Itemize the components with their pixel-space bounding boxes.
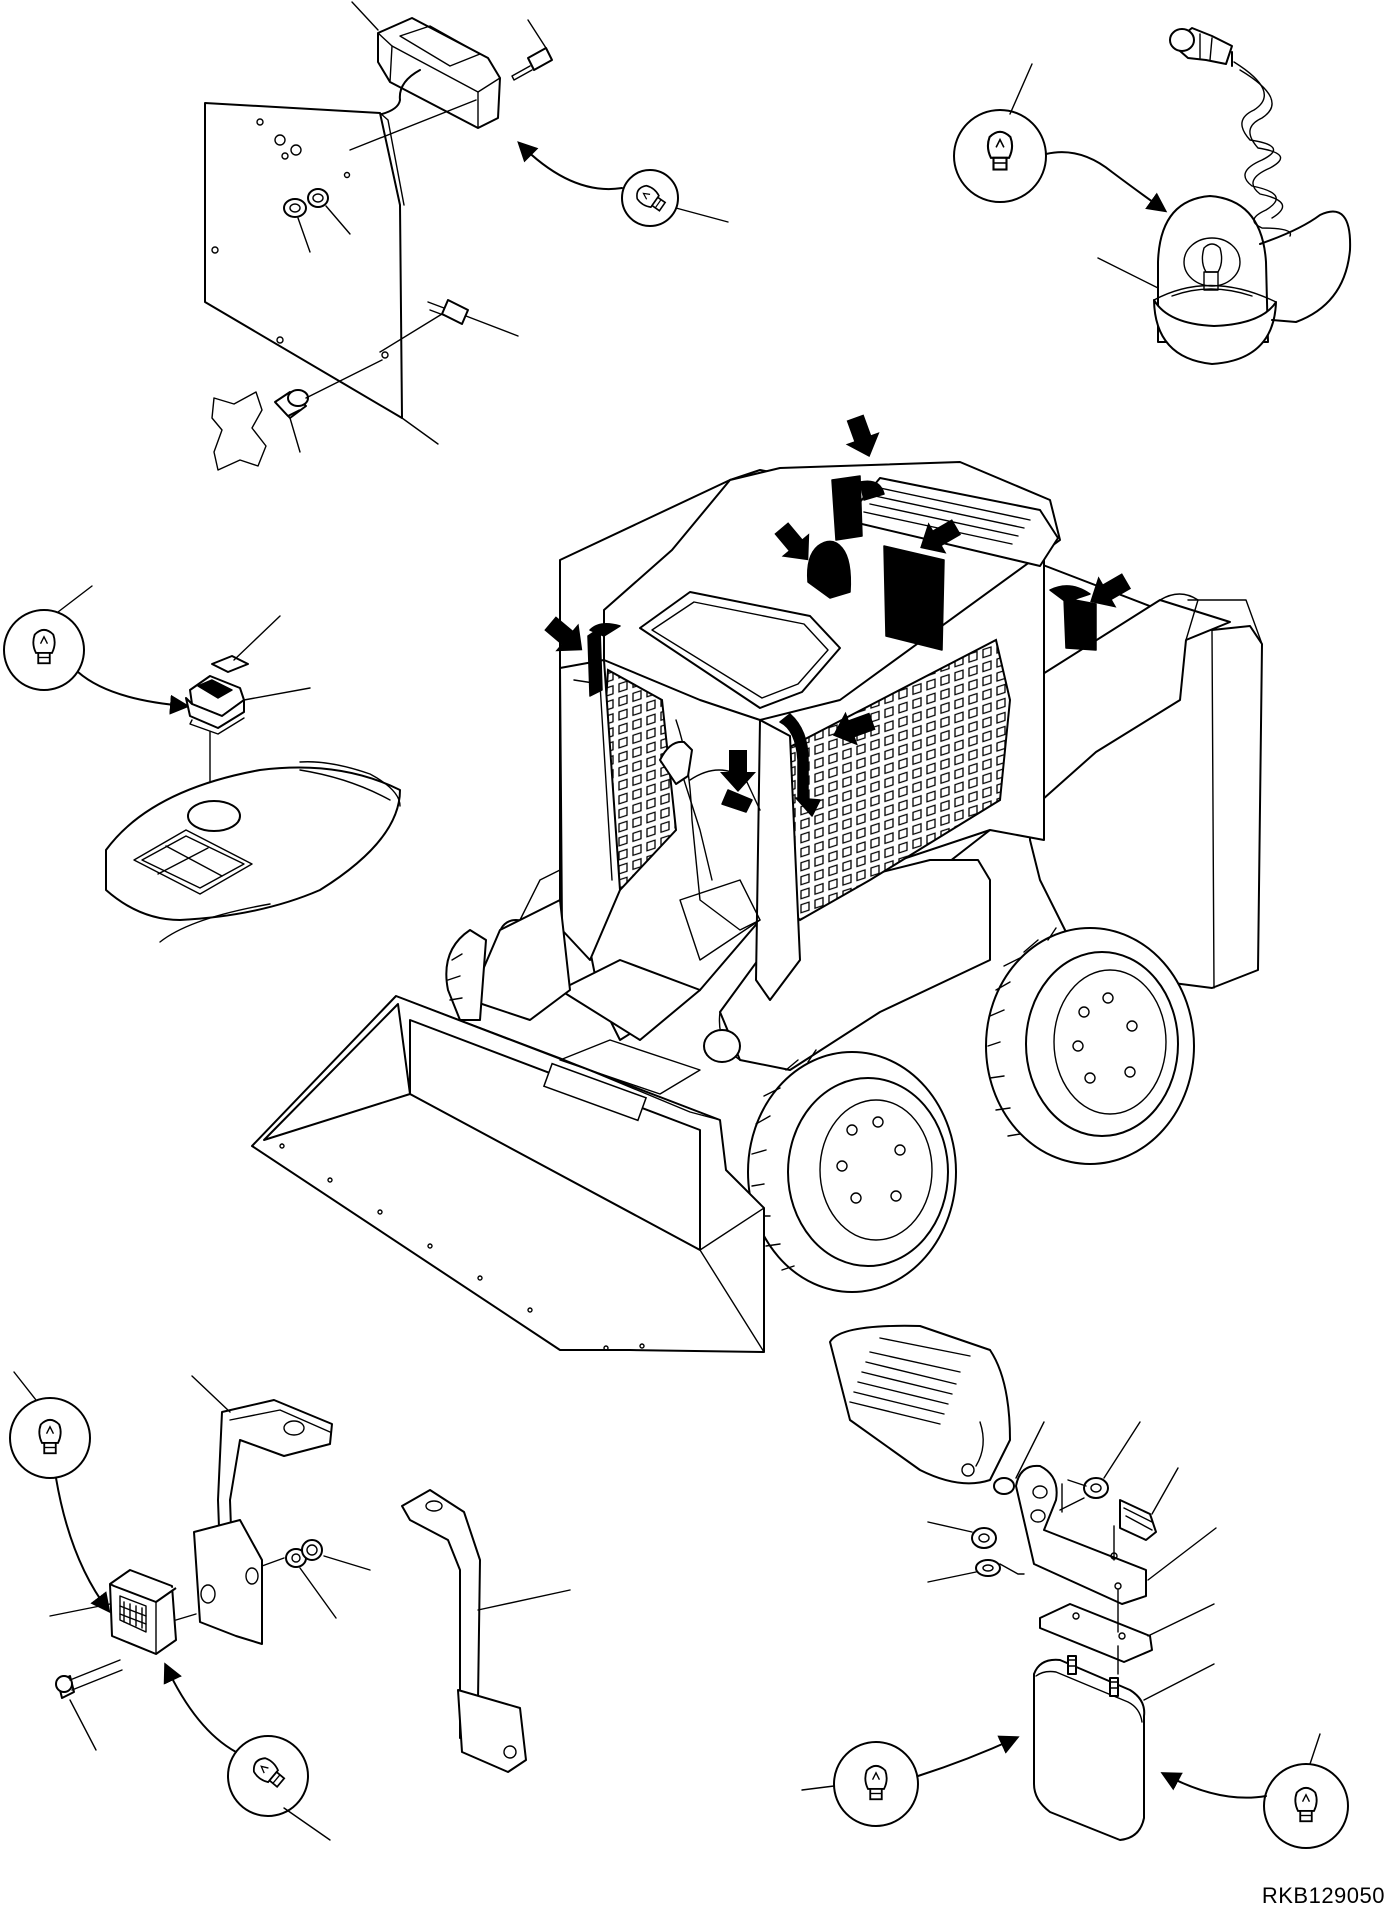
- screw-part: [511, 19, 553, 81]
- rotating-beacon-assembly: [953, 27, 1352, 365]
- skid-steer-loader: [251, 411, 1263, 1353]
- rear-wheel: [985, 927, 1195, 1165]
- spacer-part: [274, 359, 383, 453]
- work-lamp-assembly: [9, 1371, 571, 1841]
- rear-lamp-assembly: [801, 1324, 1349, 1849]
- bulb-callout: [517, 141, 729, 227]
- warning-lamp-assembly: [3, 585, 401, 943]
- nut-part: [283, 188, 351, 253]
- arrow-icon: [838, 411, 887, 464]
- drawing-code: RKB129050: [1261, 1883, 1385, 1908]
- license-plate-lamp-assembly: [204, 1, 729, 471]
- front-wheel: [747, 1049, 957, 1293]
- bucket: [251, 995, 765, 1353]
